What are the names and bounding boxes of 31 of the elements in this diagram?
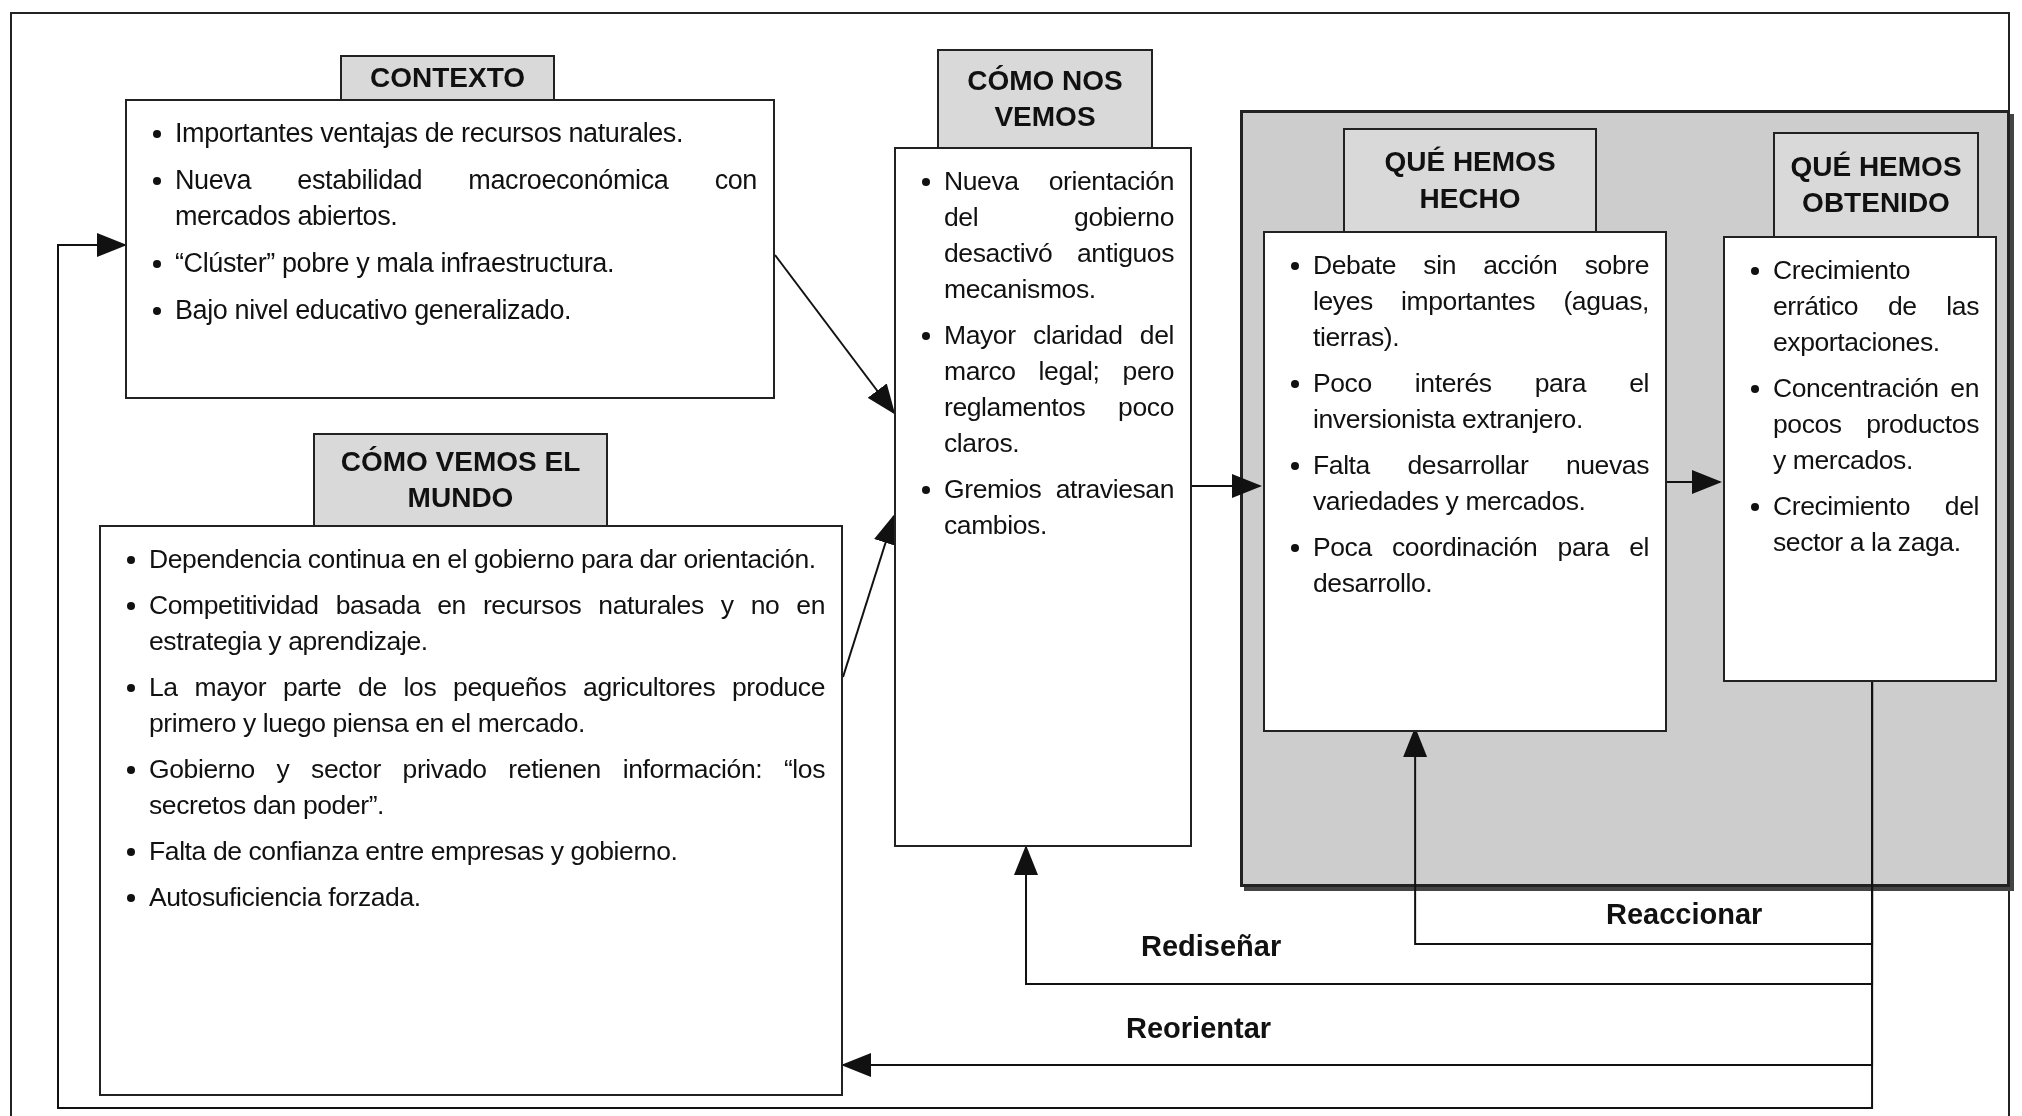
list-text: Bajo nivel educativo generalizado. bbox=[175, 293, 573, 327]
list-text: Poco interés para el inversionista extranjero. bbox=[1313, 367, 1649, 437]
list-text: Concentración en pocos productos y mercados. bbox=[1773, 372, 1979, 478]
list-text: Importantes ventajas de recursos naturales. bbox=[175, 117, 685, 150]
list-text: Gremios atraviesan cambios. bbox=[944, 473, 1174, 543]
arrow bbox=[842, 514, 897, 678]
list-text: Crecimiento del sector a la zaga. bbox=[1773, 490, 1979, 560]
list-text: Debate sin acción sobre leyes importantes (aguas, tierras). bbox=[1313, 249, 1649, 355]
arrow bbox=[1191, 474, 1262, 498]
arrow bbox=[774, 254, 896, 415]
list-text: Competitividad basada en recursos naturales y no en estrategia y aprendizaje. bbox=[149, 589, 825, 659]
heading-tab: QUÉ HEMOS HECHO bbox=[1343, 128, 1597, 231]
list-text: “Clúster” pobre y mala infraestructura. bbox=[175, 247, 616, 281]
list-text: Mayor claridad del marco legal; pero reglamentos poco claros. bbox=[944, 319, 1174, 461]
list-text: Crecimiento errático de las exportaciones. bbox=[1773, 254, 1979, 360]
list-text: Nueva estabilidad macroeconómica con mercados abiertos. bbox=[175, 163, 757, 234]
heading-tab: CONTEXTO bbox=[340, 55, 555, 99]
list-text: Falta de confianza entre empresas y gobierno. bbox=[149, 835, 679, 869]
list-text: Nueva orientación del gobierno desactivó antiguos mecanismos. bbox=[944, 165, 1174, 307]
list-text: Poca coordinación para el desarrollo. bbox=[1313, 531, 1649, 601]
heading-tab: CÓMO NOS VEMOS bbox=[937, 49, 1153, 147]
list-text: Falta desarrollar nuevas variedades y mercados. bbox=[1313, 449, 1649, 519]
arrow bbox=[57, 233, 1874, 1109]
heading-tab: QUÉ HEMOS OBTENIDO bbox=[1773, 132, 1979, 236]
list-text: Gobierno y sector privado retienen información: “los secretos dan poder”. bbox=[149, 753, 825, 823]
heading-tab: CÓMO VEMOS EL MUNDO bbox=[313, 433, 608, 525]
list-text: La mayor parte de los pequeños agricultores produce primero y luego piensa en el mercado. bbox=[149, 671, 825, 741]
titled-box bbox=[1723, 132, 1997, 682]
list-text: Autosuficiencia forzada. bbox=[149, 881, 422, 915]
list-text: Dependencia continua en el gobierno para dar orientación. bbox=[149, 543, 817, 576]
titled-box bbox=[1263, 128, 1667, 732]
